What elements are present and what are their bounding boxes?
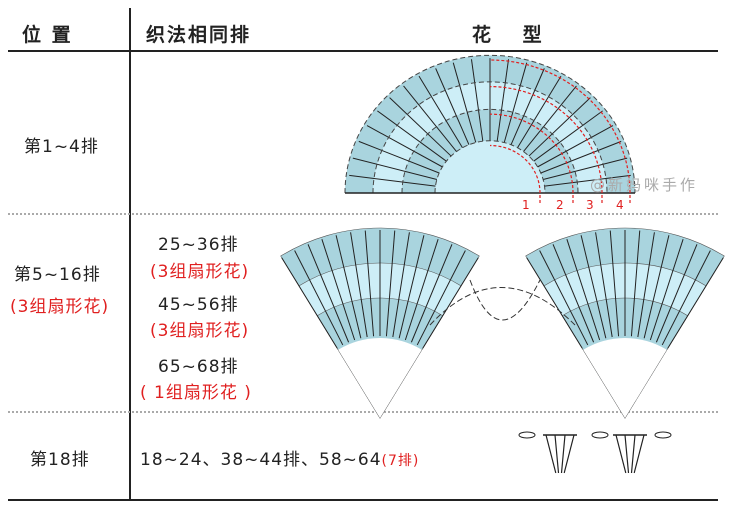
bottom-border [8, 499, 718, 501]
stitch-line [526, 257, 583, 349]
stitch-line [281, 257, 338, 349]
stitch-line [517, 75, 562, 149]
stitch-line [377, 110, 447, 162]
fan-ring [583, 337, 667, 418]
same-note-1: (3组扇形花) [150, 262, 250, 282]
double-crochet-symbol [630, 434, 636, 474]
stitch-line [398, 235, 425, 339]
direction-arrow [489, 144, 541, 203]
stitch-line [523, 85, 577, 152]
same-rows-text: 18~24、38~44排、58~64 [140, 450, 382, 470]
column-divider [129, 8, 131, 500]
row-number-4: 4 [616, 198, 624, 212]
row3-same-text: 18~24、38~44排、58~64(7排) [140, 445, 419, 470]
chain-arc [372, 81, 608, 194]
chain-arc [434, 140, 546, 194]
stitch-line [470, 59, 484, 142]
stitch-line [595, 232, 613, 338]
double-crochet-symbol [563, 434, 575, 474]
chain-loop [429, 287, 576, 326]
stitch-line [403, 85, 457, 152]
row-number-3: 3 [586, 198, 594, 212]
double-crochet-symbol [624, 434, 630, 474]
stitch-line [609, 230, 620, 337]
stitch-line [435, 68, 470, 145]
direction-arrow [489, 86, 603, 203]
same-rows-3: 65~68排 [158, 357, 239, 377]
chain-stitch-symbol [518, 431, 536, 439]
header-position: 位 置 [22, 24, 73, 46]
stitch-line [366, 125, 443, 168]
chain-arc [344, 54, 636, 194]
stitch-line [418, 75, 463, 149]
stitch-line [533, 110, 603, 162]
chain-loop [469, 279, 541, 321]
stitch-line [552, 244, 595, 343]
stitch-line [349, 174, 436, 187]
double-crochet-symbol [615, 434, 627, 474]
direction-arrow [489, 113, 574, 203]
stitch-line [307, 244, 350, 343]
header-same-rows: 织法相同排 [146, 24, 252, 46]
same-note-2: (3组扇形花) [150, 321, 250, 341]
same-note-3: ( 1组扇形花 ) [140, 383, 252, 403]
stitch-line [410, 244, 453, 343]
chain-stitch-symbol [591, 431, 609, 439]
stitch-line [649, 239, 684, 341]
stitch-line [655, 244, 698, 343]
stitch-line [566, 239, 601, 341]
stitch-line [404, 239, 439, 341]
stitch-line [335, 235, 362, 339]
stitch-line [321, 239, 356, 341]
stitch-line [528, 97, 591, 157]
header-pattern: 花 型 [472, 24, 544, 46]
stitch-line [392, 232, 410, 338]
stitch-line [358, 140, 440, 174]
row1-label: 第1~4排 [24, 137, 99, 157]
stitch-line [364, 230, 375, 337]
stitch-line [389, 97, 452, 157]
stitch-line [452, 62, 477, 143]
stitch-line [643, 235, 670, 339]
stitch-line [385, 230, 396, 337]
row-divider [8, 213, 718, 215]
direction-arrow [489, 59, 631, 203]
double-crochet-symbol [554, 434, 560, 474]
row-number-1: 1 [522, 198, 530, 212]
same-rows-note: (7排) [381, 453, 420, 469]
row2-note: (3组扇形花) [10, 297, 110, 317]
stitch-line [294, 250, 344, 346]
stitch-line [350, 232, 368, 338]
stitch-line [544, 174, 631, 187]
stitch-line [540, 140, 622, 174]
row-number-2: 2 [556, 198, 564, 212]
stitch-line [661, 250, 711, 346]
header-divider [8, 50, 718, 52]
stitch-line [637, 232, 655, 338]
stitch-line [630, 230, 641, 337]
stitch-line [667, 257, 724, 349]
same-rows-1: 25~36排 [158, 235, 239, 255]
same-rows-2: 45~56排 [158, 295, 239, 315]
stitch-line [496, 59, 510, 142]
stitch-line [510, 68, 545, 145]
chain-stitch-symbol [654, 431, 672, 439]
row3-label: 第18排 [30, 450, 90, 470]
stitch-line [352, 157, 437, 180]
stitch-line [539, 250, 589, 346]
double-crochet-symbol [560, 434, 566, 474]
row-divider [8, 411, 718, 413]
stitch-line [416, 250, 466, 346]
stitch-line [580, 235, 607, 339]
stitch-line [543, 157, 628, 180]
watermark: @新妈咪手作 [590, 176, 699, 194]
row2-label: 第5~16排 [14, 265, 101, 285]
fan-ring [338, 338, 422, 418]
double-crochet-symbol [545, 434, 557, 474]
stitch-line [422, 257, 479, 349]
stitch-line [503, 62, 528, 143]
stitch-line [537, 125, 614, 168]
double-crochet-symbol [633, 434, 645, 474]
